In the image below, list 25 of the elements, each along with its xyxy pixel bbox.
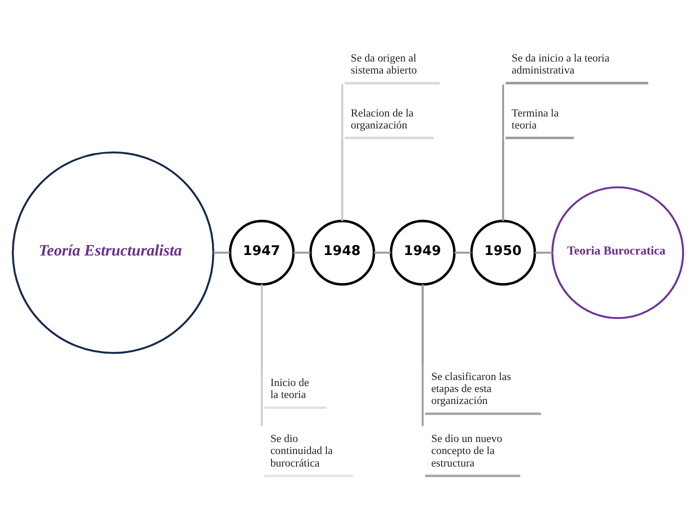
node-text: Relacion de la organización <box>350 107 414 132</box>
connector <box>341 84 344 221</box>
node-text: Se da origen al sistema abierto <box>350 52 417 77</box>
connector <box>422 284 424 426</box>
connector <box>454 252 472 254</box>
node-circle: Teoria Burocratica <box>551 186 684 320</box>
node-circle: 1948 <box>309 220 376 286</box>
node-circle: 1949 <box>390 220 456 286</box>
node-text: Inicio de la teoria <box>270 376 310 402</box>
node-text: Se dio continuidad la burocrática <box>270 433 333 470</box>
connector <box>214 252 230 254</box>
connector <box>374 252 391 254</box>
node-text: Se da inicio a la teoria administrativa <box>512 52 610 77</box>
node-text: Termina la teoria <box>512 107 559 132</box>
connector <box>502 140 504 220</box>
node-circle: Teoría Estructuralista <box>12 151 214 354</box>
connector <box>534 252 552 254</box>
node-circle: 1947 <box>228 220 295 286</box>
connector <box>341 140 344 220</box>
connector <box>502 84 504 221</box>
node-text: Se dio un nuevo concepto de la estructura <box>431 433 502 470</box>
node-circle: 1950 <box>470 220 536 286</box>
connector <box>260 284 263 426</box>
connector <box>294 252 310 254</box>
node-text: Se clasificaron las etapas de esta organización <box>431 370 512 408</box>
